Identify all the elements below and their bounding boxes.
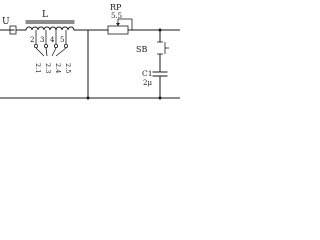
inductor-coil [25, 26, 75, 31]
tap-number-5: 5 [60, 36, 64, 44]
tap-terminal-4 [54, 44, 59, 49]
potentiometer-value: 5.5 [111, 12, 122, 20]
tap-number-3: 3 [40, 36, 44, 44]
junction-node-bottom-left [86, 96, 90, 100]
inductor-label: L [42, 10, 48, 20]
tap-value-2-5: 2.5 [64, 63, 72, 73]
selector-line-3 [45, 47, 48, 57]
tap-terminal-3 [44, 44, 49, 49]
tap-terminal-2 [34, 44, 39, 49]
selector-line-5 [55, 47, 67, 57]
capacitor-value: 2μ [143, 79, 152, 87]
selector-line-4 [51, 47, 57, 57]
capacitor-label: C1 [142, 69, 153, 78]
tap-value-2-3: 2.3 [44, 63, 52, 73]
circuit-diagram: U L 2 3 4 5 2.1 2.3 2.4 2.5 RP 5.5 [0, 3, 180, 100]
junction-node-bottom-right [158, 96, 162, 100]
left-terminal-label: U [2, 17, 10, 27]
potentiometer-body [107, 25, 129, 35]
potentiometer-wiper-arrow [116, 23, 120, 26]
selector-line-2 [35, 47, 45, 57]
tap-terminal-5 [64, 44, 69, 49]
tap-number-4: 4 [50, 36, 55, 44]
potentiometer-label: RP [110, 3, 122, 12]
tap-number-2: 2 [30, 36, 34, 44]
tap-value-2-4: 2.4 [54, 63, 62, 73]
switch-label: SB [136, 45, 147, 54]
tap-value-2-1: 2.1 [34, 63, 42, 73]
